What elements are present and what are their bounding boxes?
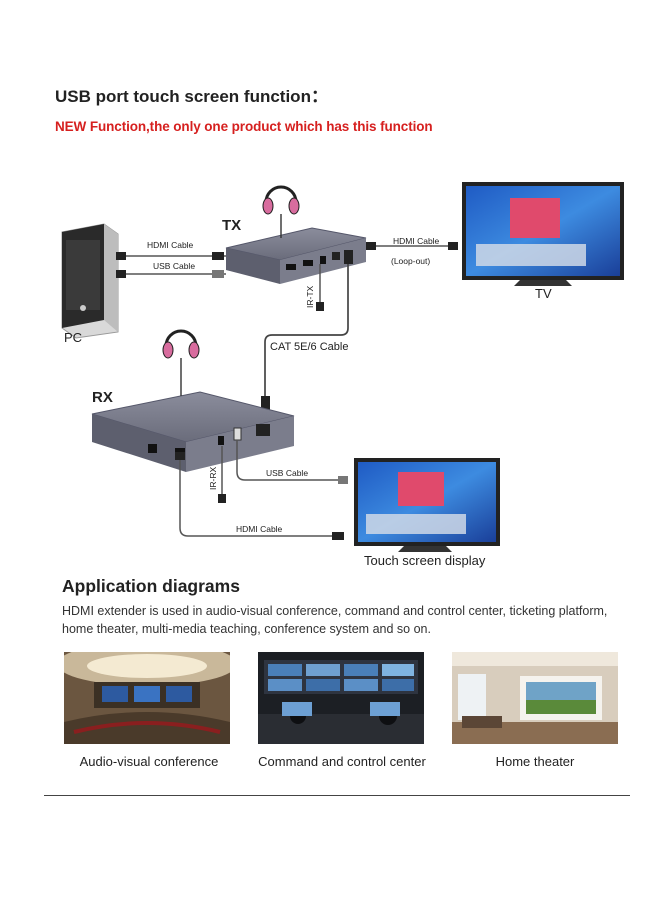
headphones-icon: [262, 185, 300, 238]
caption-home-theater: Home theater: [495, 754, 575, 769]
touch-display-icon: [354, 458, 500, 552]
photo-command-and-control-center: [258, 652, 424, 744]
cat-cable-label: CAT 5E/6 Cable: [270, 341, 348, 353]
applications-title: Application diagrams: [62, 576, 240, 596]
loop-out-label: (Loop-out): [391, 256, 430, 266]
hdmi-cable-tv-label: HDMI Cable: [393, 236, 440, 246]
divider: [44, 795, 630, 796]
hdmi-cable-pc-label: HDMI Cable: [147, 240, 194, 250]
photo-audio-visual-conference: [64, 652, 230, 744]
tx-label: TX: [222, 217, 241, 234]
pc-label: PC: [64, 330, 82, 345]
connection-diagram: PC HDMI Cable USB Cable TX IR-TX CAT 5E/…: [61, 182, 624, 568]
tx-device-icon: [225, 227, 367, 284]
caption-command-and-control-center: Command and control center: [258, 754, 426, 769]
hdmi-cable-rx-label: HDMI Cable: [236, 524, 283, 534]
page-subtitle: NEW Function,the only one product which …: [55, 119, 433, 134]
touch-display-label: Touch screen display: [364, 553, 486, 568]
page-title: USB port touch screen function：: [55, 87, 328, 106]
applications-description: HDMI extender is used in audio-visual co…: [62, 604, 608, 636]
ir-rx-label: IR-RX: [208, 467, 218, 490]
usb-cable-rx-label: USB Cable: [266, 468, 308, 478]
rx-device-icon: [91, 391, 295, 472]
usb-cable-pc-label: USB Cable: [153, 261, 195, 271]
ir-tx-label: IR-TX: [305, 285, 315, 308]
tv-label: TV: [535, 286, 552, 301]
rx-label: RX: [92, 389, 113, 406]
pc-tower-icon: [61, 223, 119, 339]
headphones-icon: [162, 329, 200, 396]
photo-home-theater: [452, 652, 618, 744]
caption-audio-visual-conference: Audio-visual conference: [79, 754, 219, 769]
tv-icon: [462, 182, 624, 286]
